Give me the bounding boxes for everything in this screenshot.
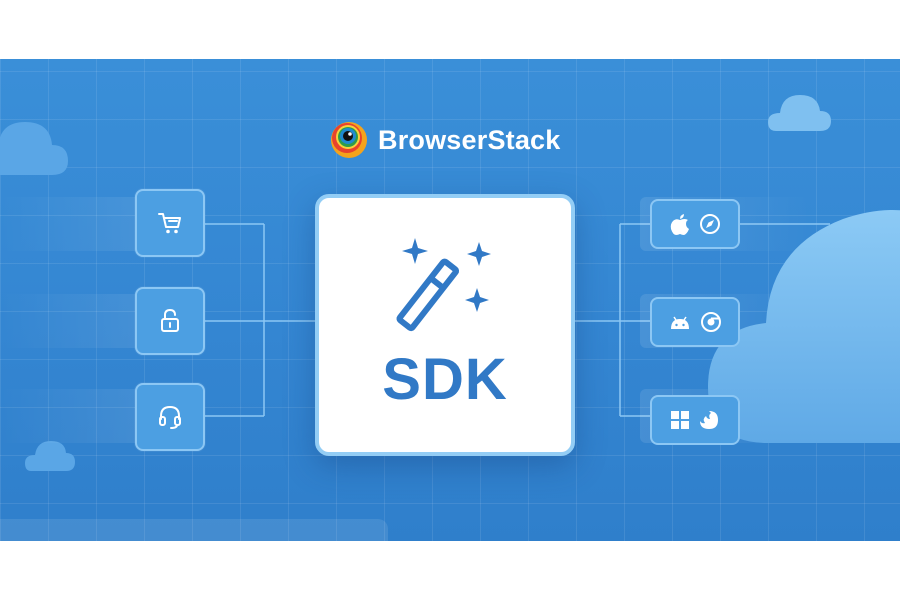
cloud-large-right	[708, 210, 900, 443]
sdk-card: SDK	[315, 194, 575, 456]
lock-tile	[135, 287, 205, 355]
support-tile	[135, 383, 205, 451]
hero-banner: BrowserStack	[0, 59, 900, 541]
apple-icon	[670, 214, 689, 235]
lock-icon	[161, 308, 179, 332]
sdk-label: SDK	[382, 347, 508, 412]
bottom-shelf	[0, 519, 388, 541]
cart-tile	[135, 189, 205, 257]
cloud-top-left	[0, 122, 68, 175]
headset-icon	[159, 405, 181, 429]
connector-lines	[201, 223, 830, 417]
cloud-bottom-left	[25, 441, 75, 471]
brand-logo: BrowserStack	[330, 121, 561, 159]
cart-icon	[158, 213, 181, 234]
ios-tile	[650, 199, 740, 249]
browserstack-logo-icon	[331, 122, 367, 158]
android-icon	[671, 316, 689, 329]
firefox-icon	[700, 411, 718, 429]
windows-tile	[650, 395, 740, 445]
safari-icon	[700, 214, 720, 234]
windows-icon	[671, 411, 689, 429]
brand-name: BrowserStack	[378, 124, 561, 155]
chrome-icon	[701, 312, 721, 332]
cloud-top-right	[768, 95, 831, 131]
android-tile	[650, 297, 740, 347]
magic-wand-icon	[396, 238, 491, 332]
